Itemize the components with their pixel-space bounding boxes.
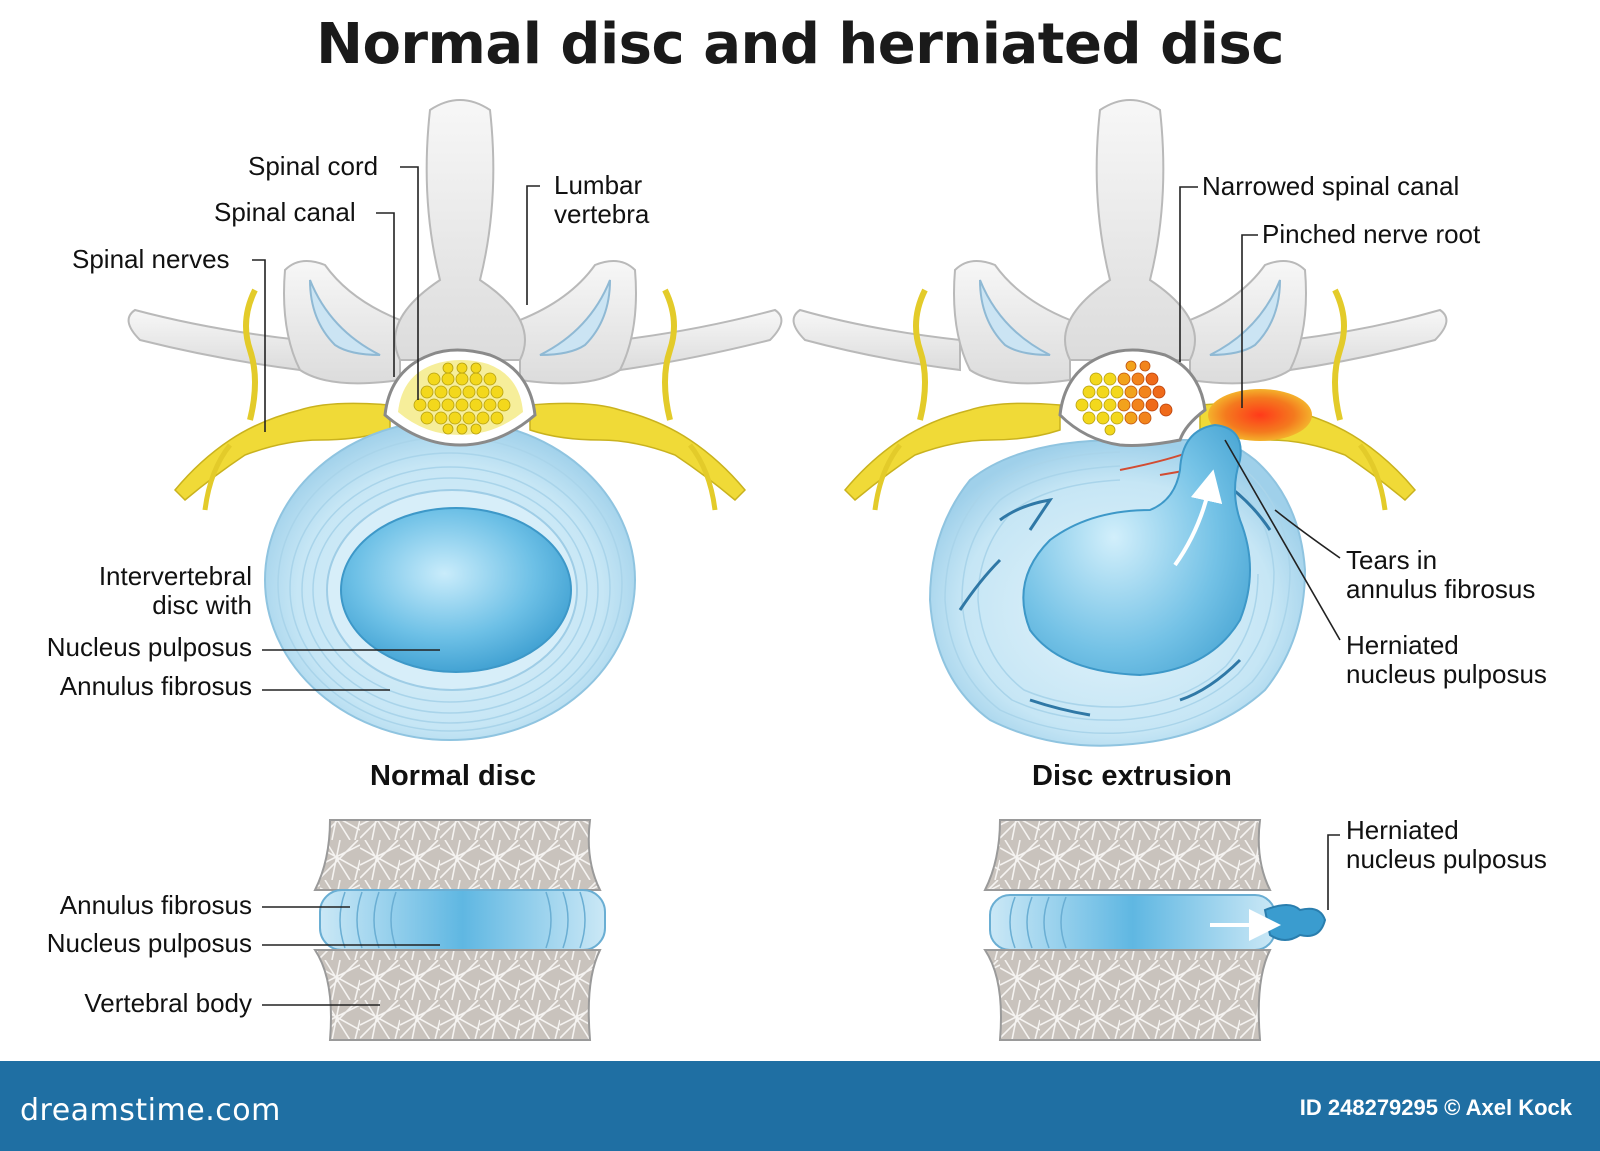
label-herniated-nucleus: nucleus pulposus — [1346, 659, 1547, 689]
label-vertebra: vertebra — [554, 199, 650, 229]
herniated-spinal-nerves — [843, 288, 1417, 511]
normal-disc — [264, 419, 636, 741]
normal-vertebra — [127, 99, 783, 385]
label-side-herniated-nucleus: nucleus pulposus — [1346, 844, 1547, 874]
label-annulus-fibrosus: Annulus fibrosus — [59, 671, 252, 701]
label-narrowed-spinal-canal: Narrowed spinal canal — [1202, 171, 1460, 201]
label-nucleus-pulposus: Nucleus pulposus — [46, 632, 252, 662]
herniated-vertebra — [792, 99, 1448, 385]
label-side-nucleus: Nucleus pulposus — [46, 928, 252, 958]
label-side-herniated: Herniated — [1346, 815, 1459, 845]
leader-lines — [252, 166, 1341, 1006]
disc-diagram — [127, 99, 1448, 1041]
label-spinal-cord: Spinal cord — [248, 151, 379, 181]
pinched-nerve-root — [1208, 389, 1312, 441]
herniated-disc — [928, 423, 1307, 747]
normal-side-view — [313, 819, 606, 1041]
brand-logo[interactable]: dreamstime.com — [20, 1093, 281, 1128]
label-tears-in: Tears in — [1346, 545, 1438, 575]
herniated-spinal-canal — [1058, 348, 1207, 447]
footer-bar: dreamstime.com ID 248279295 © Axel Kock — [0, 1061, 1600, 1151]
label-lumbar: Lumbar — [554, 170, 643, 200]
label-pinched-nerve-root: Pinched nerve root — [1262, 219, 1481, 249]
subtitle-normal-disc: Normal disc — [370, 760, 536, 792]
label-tears-annulus: annulus fibrosus — [1346, 574, 1536, 604]
label-herniated: Herniated — [1346, 630, 1459, 660]
herniated-side-view — [983, 819, 1327, 1041]
normal-spinal-nerves — [173, 288, 747, 511]
subtitle-disc-extrusion: Disc extrusion — [1032, 760, 1232, 792]
label-spinal-nerves: Spinal nerves — [72, 244, 230, 274]
image-credit: ID 248279295 © Axel Kock — [1299, 1095, 1572, 1120]
label-side-annulus: Annulus fibrosus — [59, 890, 252, 920]
page-title: Normal disc and herniated disc — [316, 12, 1284, 77]
label-spinal-canal: Spinal canal — [214, 197, 356, 227]
label-disc-with: disc with — [152, 590, 252, 620]
label-intervertebral: Intervertebral — [98, 561, 252, 591]
label-side-vertebral-body: Vertebral body — [84, 988, 252, 1018]
normal-spinal-canal — [383, 348, 537, 447]
